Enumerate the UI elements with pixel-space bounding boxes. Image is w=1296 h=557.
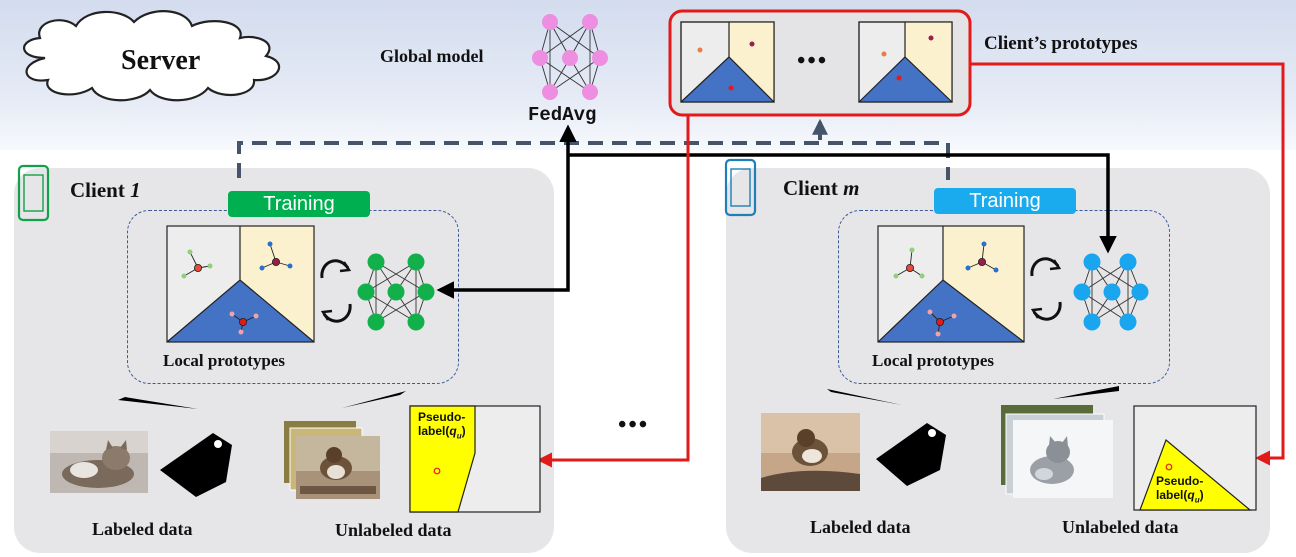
- bird-photo: [296, 436, 380, 499]
- client-m-pseudo-label: Pseudo-label(qu): [1156, 474, 1204, 505]
- bird-photo: [761, 413, 860, 491]
- prototype-thumb-m: [858, 21, 953, 103]
- global-model-network: [532, 14, 608, 100]
- price-tag-icon: [876, 423, 946, 486]
- prototypes-ellipsis: •••: [797, 48, 829, 74]
- client-1-wedge-left: [118, 397, 198, 409]
- client-1-local-prototypes-label: Local prototypes: [163, 351, 285, 370]
- phone-icon: [17, 164, 50, 222]
- client-m-prototype-square: [877, 225, 1025, 343]
- global-to-client-m-arrow: [568, 153, 1117, 254]
- prototype-to-client-m-arrow: [970, 62, 1285, 466]
- fedavg-label: FedAvg: [528, 104, 597, 126]
- client-m-unlabeled-label: Unlabeled data: [1062, 517, 1179, 537]
- client-1-training-badge: Training: [228, 191, 370, 217]
- client-1-pseudo-label: Pseudo-label(qu): [418, 410, 466, 441]
- client-1-prototype-square: [166, 225, 315, 343]
- client-1-labeled-label: Labeled data: [92, 519, 193, 539]
- prototype-thumb-1: [680, 21, 775, 103]
- client-m-training-badge: Training: [934, 188, 1076, 214]
- phone-icon: [724, 158, 757, 217]
- cloud-icon: [23, 10, 280, 102]
- prototype-to-client-1-arrow: [537, 115, 690, 468]
- global-to-client-1-arrow: [436, 124, 577, 299]
- client-m-network: [1073, 253, 1149, 331]
- cat-photo: [50, 431, 148, 493]
- client-1-title: Client 1: [70, 178, 141, 202]
- price-tag-icon: [160, 433, 232, 497]
- client-m-wedge-left: [827, 389, 902, 405]
- client-m-pseudo-box: [1133, 405, 1257, 511]
- client-1-unlabeled-label: Unlabeled data: [335, 520, 452, 540]
- cycle-arrows-icon: [1030, 257, 1062, 321]
- client-prototypes-label: Client’s prototypes: [984, 33, 1138, 54]
- cycle-arrows-icon: [320, 259, 352, 323]
- server-label: Server: [121, 45, 201, 76]
- clients-ellipsis: •••: [618, 412, 650, 438]
- client-m-title: Client m: [783, 176, 860, 200]
- client-1-wedge-right: [342, 391, 406, 408]
- upload-dashed-line: [237, 141, 950, 180]
- client-1-pseudo-box: [409, 405, 541, 513]
- client-m-local-prototypes-label: Local prototypes: [872, 351, 994, 370]
- client-m-labeled-label: Labeled data: [810, 517, 911, 537]
- client-1-network: [357, 253, 435, 331]
- client-m-wedge-right: [1053, 386, 1119, 399]
- global-model-label: Global model: [380, 46, 484, 66]
- cat-photo: [1013, 420, 1113, 498]
